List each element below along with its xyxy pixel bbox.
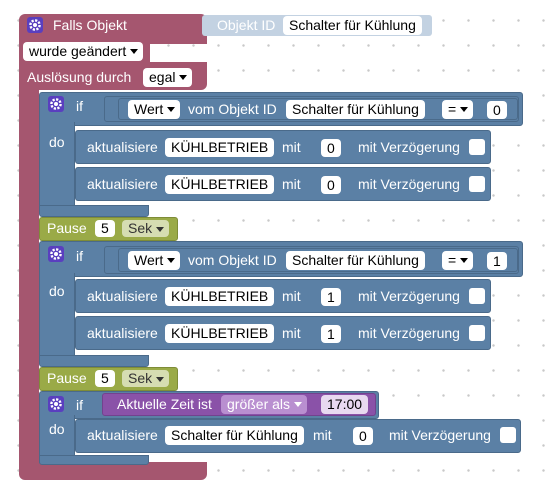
if-block-2-bottom xyxy=(39,355,149,367)
time-operator-dropdown[interactable]: größer als xyxy=(221,395,308,414)
action-delay-label: mit Verzögerung xyxy=(389,427,491,443)
trigger-block[interactable] xyxy=(19,14,207,44)
action-delay-label: mit Verzögerung xyxy=(358,139,460,155)
action-prefix: aktualisiere xyxy=(87,139,158,155)
action-block-1[interactable] xyxy=(75,130,491,164)
action-target[interactable]: KÜHLBETRIEB xyxy=(165,175,275,194)
pause-label: Pause xyxy=(47,370,87,386)
object-id-value[interactable]: Schalter für Kühlung xyxy=(286,251,425,270)
if-block-1-bottom xyxy=(39,205,149,217)
checkbox-icon[interactable] xyxy=(500,427,516,443)
value-dropdown[interactable]: Wert xyxy=(128,251,181,270)
do-label: do xyxy=(49,421,65,437)
pause-unit-dropdown[interactable]: Sek xyxy=(122,220,170,237)
pause-value[interactable]: 5 xyxy=(95,370,115,387)
do-label: do xyxy=(49,134,65,150)
checkbox-icon[interactable] xyxy=(469,176,485,192)
action-with: mit xyxy=(282,176,301,192)
action-target[interactable]: KÜHLBETRIEB xyxy=(165,324,275,343)
object-id-value[interactable]: Schalter für Kühlung xyxy=(286,100,425,119)
action-block-3[interactable] xyxy=(75,279,491,313)
trigger-by-dropdown[interactable]: egal xyxy=(143,68,193,87)
gear-icon[interactable] xyxy=(48,96,64,112)
pause-label: Pause xyxy=(47,220,87,236)
trigger-by-label: Auslösung durch xyxy=(27,69,132,85)
action-target[interactable]: KÜHLBETRIEB xyxy=(165,287,275,306)
action-prefix: aktualisiere xyxy=(87,288,158,304)
action-prefix: aktualisiere xyxy=(87,176,158,192)
time-label: Aktuelle Zeit ist xyxy=(117,396,212,412)
action-value[interactable]: 1 xyxy=(321,325,341,343)
action-delay-label: mit Verzögerung xyxy=(358,288,460,304)
action-target[interactable]: Schalter für Kühlung xyxy=(165,426,304,445)
if-label: if xyxy=(76,248,83,264)
action-target[interactable]: KÜHLBETRIEB xyxy=(165,138,275,157)
time-value[interactable]: 17:00 xyxy=(321,395,369,414)
action-prefix: aktualisiere xyxy=(87,427,158,443)
trigger-title: Falls Objekt xyxy=(53,17,127,33)
if-block-1-spine xyxy=(39,122,75,210)
gear-icon[interactable] xyxy=(48,246,64,262)
action-value[interactable]: 0 xyxy=(321,176,341,194)
if-block-2-spine xyxy=(39,273,75,363)
gear-icon[interactable] xyxy=(48,396,64,412)
action-with: mit xyxy=(313,427,332,443)
action-delay-label: mit Verzögerung xyxy=(358,325,460,341)
if-label: if xyxy=(76,397,83,413)
trigger-mode-dropdown[interactable]: wurde geändert xyxy=(23,42,144,61)
checkbox-icon[interactable] xyxy=(469,325,485,341)
object-id-label: Objekt ID xyxy=(217,17,276,33)
action-delay-label: mit Verzögerung xyxy=(358,176,460,192)
pause-value[interactable]: 5 xyxy=(95,220,115,237)
operator-dropdown[interactable]: = xyxy=(442,251,474,270)
do-label: do xyxy=(49,283,65,299)
action-value[interactable]: 1 xyxy=(321,288,341,306)
if-block-3-bottom xyxy=(39,455,149,465)
action-with: mit xyxy=(282,288,301,304)
pause-unit-dropdown[interactable]: Sek xyxy=(122,370,170,387)
value-dropdown[interactable]: Wert xyxy=(128,100,181,119)
checkbox-icon[interactable] xyxy=(469,139,485,155)
action-block-4[interactable] xyxy=(75,316,491,350)
action-with: mit xyxy=(282,325,301,341)
object-id-text: vom Objekt ID xyxy=(188,101,277,117)
operator-dropdown[interactable]: = xyxy=(442,100,474,119)
compare-value[interactable]: 1 xyxy=(487,252,507,270)
gear-icon[interactable] xyxy=(27,17,43,33)
object-id-value[interactable]: Schalter für Kühlung xyxy=(283,16,422,35)
action-value[interactable]: 0 xyxy=(353,427,373,445)
action-block-2[interactable] xyxy=(75,167,491,201)
object-id-text: vom Objekt ID xyxy=(188,252,277,268)
checkbox-icon[interactable] xyxy=(469,288,485,304)
action-with: mit xyxy=(282,139,301,155)
trigger-spine xyxy=(19,86,39,466)
action-value[interactable]: 0 xyxy=(321,139,341,157)
if-label: if xyxy=(76,98,83,114)
action-prefix: aktualisiere xyxy=(87,325,158,341)
trigger-bottom xyxy=(19,462,207,480)
compare-value[interactable]: 0 xyxy=(487,101,507,119)
